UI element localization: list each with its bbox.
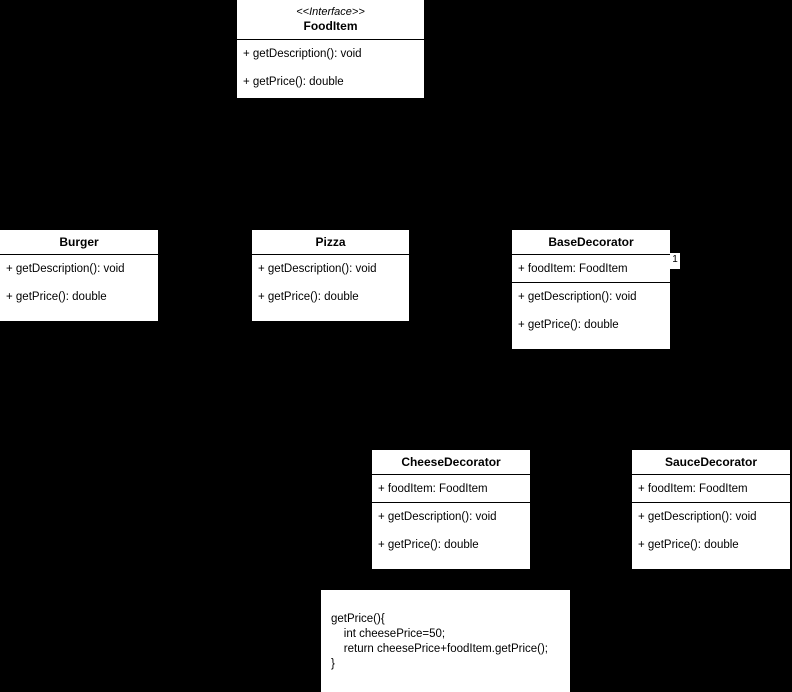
class-name-burger: Burger	[59, 235, 99, 249]
class-header-burger: Burger	[0, 230, 158, 255]
class-member: + getDescription(): void	[6, 263, 125, 275]
class-box-basedecorator[interactable]: BaseDecorator + foodItem: FoodItem + get…	[511, 229, 671, 350]
class-header-basedecorator: BaseDecorator	[512, 230, 670, 255]
class-name-fooditem: FoodItem	[303, 19, 358, 33]
class-attributes-saucedecorator: + foodItem: FoodItem	[632, 475, 790, 503]
class-member: + getDescription(): void	[638, 511, 757, 523]
class-member: + foodItem: FoodItem	[378, 483, 488, 495]
class-operations-fooditem: + getDescription(): void + getPrice(): d…	[237, 40, 424, 98]
class-name-cheesedecorator: CheeseDecorator	[401, 455, 501, 469]
class-member: + getDescription(): void	[243, 48, 362, 60]
class-member: + getPrice(): double	[243, 76, 344, 88]
class-operations-burger: + getDescription(): void + getPrice(): d…	[0, 255, 158, 321]
class-member: + foodItem: FoodItem	[518, 263, 628, 275]
class-name-saucedecorator: SauceDecorator	[664, 455, 758, 469]
class-operations-basedecorator: + getDescription(): void + getPrice(): d…	[512, 283, 670, 349]
class-member: + getPrice(): double	[638, 539, 739, 551]
class-box-burger[interactable]: Burger + getDescription(): void + getPri…	[0, 229, 159, 321]
class-name-pizza: Pizza	[315, 235, 346, 249]
class-header-fooditem: <<Interface>> FoodItem	[237, 0, 424, 40]
class-header-saucedecorator: SauceDecorator	[632, 450, 790, 475]
class-member: + foodItem: FoodItem	[638, 483, 748, 495]
class-member: + getDescription(): void	[518, 291, 637, 303]
class-box-cheesedecorator[interactable]: CheeseDecorator + foodItem: FoodItem + g…	[371, 449, 531, 570]
class-member: + getPrice(): double	[258, 291, 359, 303]
class-operations-pizza: + getDescription(): void + getPrice(): d…	[252, 255, 409, 321]
class-stereotype-fooditem: <<Interface>>	[296, 6, 365, 18]
note-box-getprice[interactable]: getPrice(){ int cheesePrice=50; return c…	[320, 589, 571, 692]
class-member: + getPrice(): double	[378, 539, 479, 551]
class-member: + getPrice(): double	[518, 319, 619, 331]
class-attributes-basedecorator: + foodItem: FoodItem	[512, 255, 670, 283]
class-box-fooditem[interactable]: <<Interface>> FoodItem + getDescription(…	[236, 0, 425, 98]
class-member: + getPrice(): double	[6, 291, 107, 303]
note-code-text: getPrice(){ int cheesePrice=50; return c…	[331, 613, 549, 670]
class-member: + getDescription(): void	[258, 263, 377, 275]
multiplicity-label-basedecorator: 1	[670, 253, 680, 269]
class-box-saucedecorator[interactable]: SauceDecorator + foodItem: FoodItem + ge…	[631, 449, 791, 570]
class-member: + getDescription(): void	[378, 511, 497, 523]
class-attributes-cheesedecorator: + foodItem: FoodItem	[372, 475, 530, 503]
class-name-basedecorator: BaseDecorator	[548, 235, 634, 249]
class-box-pizza[interactable]: Pizza + getDescription(): void + getPric…	[251, 229, 410, 321]
class-header-cheesedecorator: CheeseDecorator	[372, 450, 530, 475]
class-header-pizza: Pizza	[252, 230, 409, 255]
class-operations-cheesedecorator: + getDescription(): void + getPrice(): d…	[372, 503, 530, 569]
class-operations-saucedecorator: + getDescription(): void + getPrice(): d…	[632, 503, 790, 569]
